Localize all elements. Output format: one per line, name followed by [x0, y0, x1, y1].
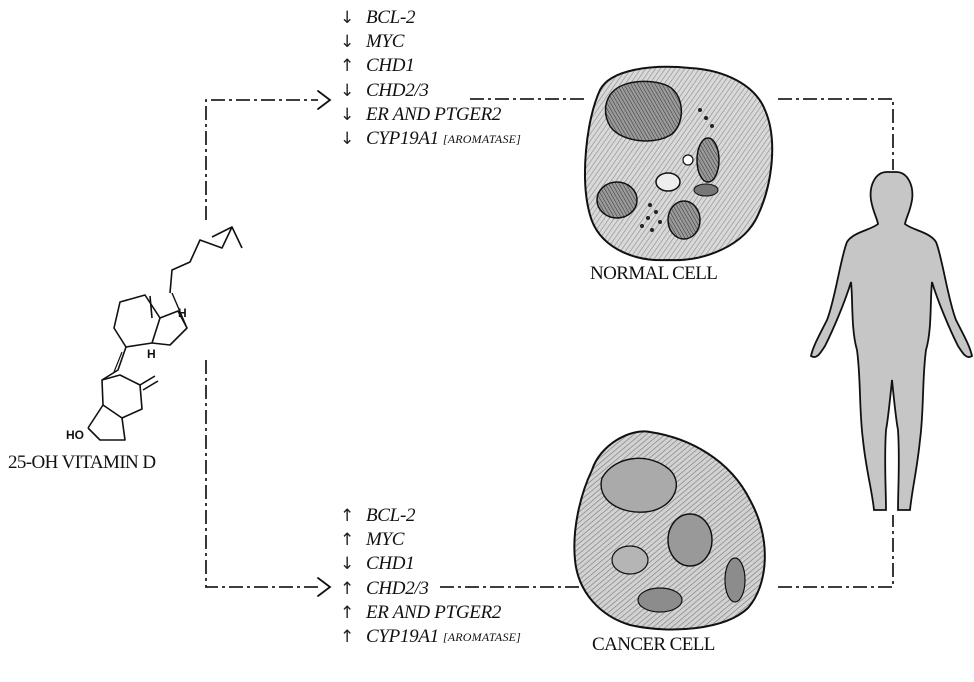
figure-canvas: HO H H 25-OH VITAMIN D ↓BCL-2 ↓MYC ↑CHD1… — [0, 0, 974, 682]
human-figure-illustration — [0, 0, 974, 682]
